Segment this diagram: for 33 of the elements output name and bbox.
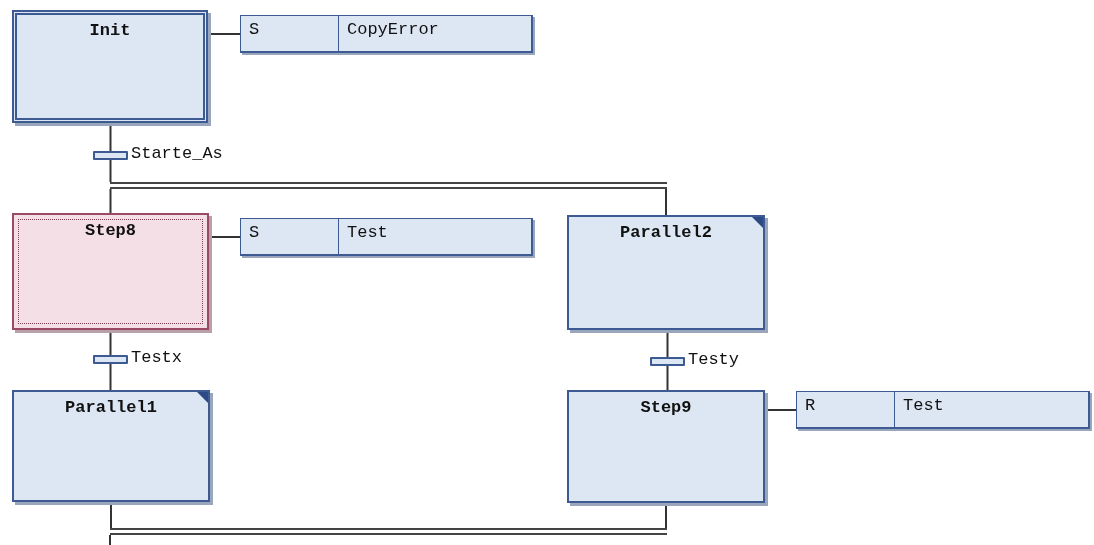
action-name: CopyError [346,19,440,41]
action-name: Test [346,222,389,244]
step-name: Parallel1 [64,398,158,417]
transition-condition: Testx [131,348,182,367]
action-block [240,218,533,256]
step-name: Parallel2 [619,223,713,242]
action-block [240,15,533,53]
active-step-box [12,213,209,330]
action-qualifier: S [241,16,339,51]
macro-step-box [567,215,765,330]
transition-bar [93,355,128,364]
transition-condition: Starte_As [131,144,223,163]
action-qualifier: S [241,219,339,254]
connector-line [109,159,112,183]
action-block [796,391,1090,429]
step-name: Step8 [84,221,137,240]
action-qualifier: R [797,392,895,427]
connector-line [666,365,669,391]
transition-bar [93,151,128,160]
connector-line [109,534,111,545]
connector-line [665,188,667,216]
macro-step-box [12,390,210,502]
transition-bar [650,357,685,366]
step-box [567,390,765,503]
action-name: Test [902,395,945,417]
connector-line [109,363,112,391]
connector-line [109,188,112,214]
transition-condition: Testy [688,350,739,369]
parallel-branch-bar [110,182,667,189]
parallel-branch-bar [110,528,667,535]
step-name: Step9 [639,398,693,417]
step-name: Init [88,21,132,40]
initial-step-box [12,10,208,123]
